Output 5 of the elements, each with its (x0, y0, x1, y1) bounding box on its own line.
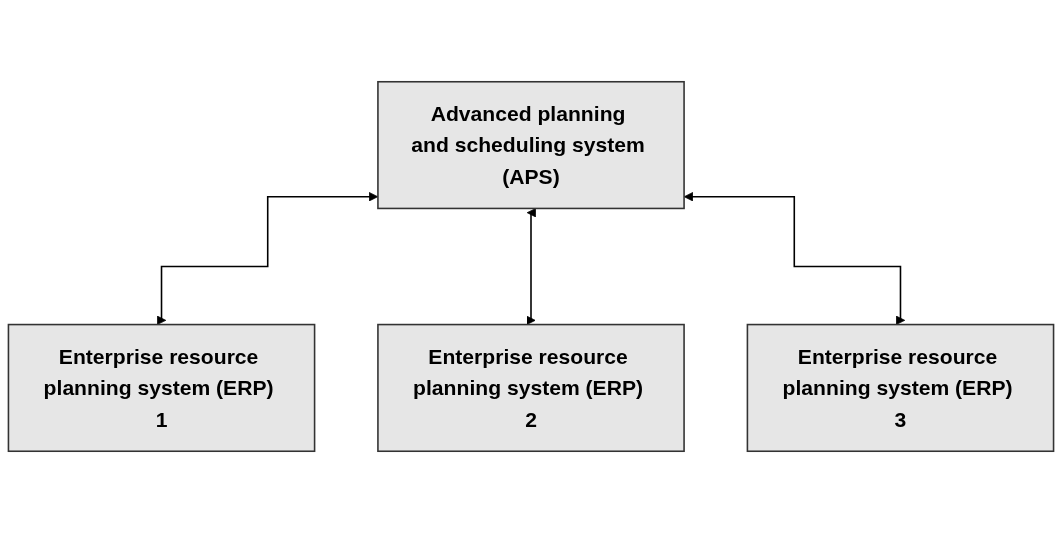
node-box: Advanced planning and scheduling system (APS) (377, 80, 685, 210)
arrow (526, 208, 536, 325)
node-box: Enterprise resource planning system (ERP) 2 (377, 323, 685, 453)
node-box: Enterprise resource planning system (ERP) 1 (7, 323, 316, 453)
node-box: Enterprise resource planning system (ERP) 3 (746, 323, 1055, 453)
